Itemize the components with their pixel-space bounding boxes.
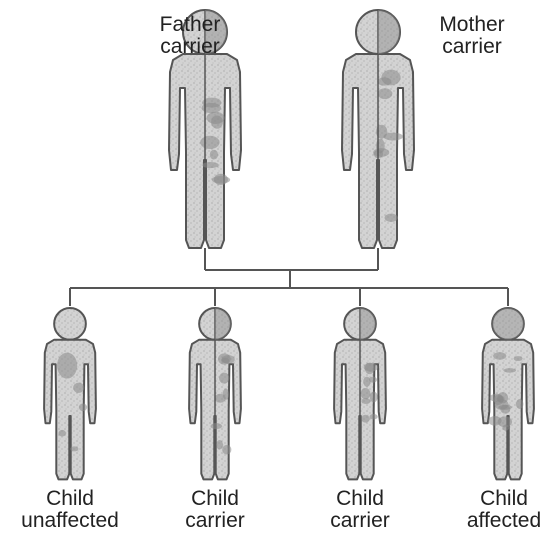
child-2-figure <box>189 308 241 479</box>
mother-label-line2: carrier <box>422 36 522 58</box>
father-label-line1: Father <box>150 14 230 36</box>
father-label: Father carrier <box>150 14 230 58</box>
child-4-label: Child affected <box>458 488 550 532</box>
child-1-label-line1: Child <box>10 488 130 510</box>
child-1-figure-head <box>54 308 86 340</box>
child-3-figure-head-shade <box>360 308 376 340</box>
child-3-label: Child carrier <box>315 488 405 532</box>
child-3-label-line2: carrier <box>315 510 405 532</box>
child-1-label-line2: unaffected <box>10 510 130 532</box>
child-2-label-line2: carrier <box>170 510 260 532</box>
child-3-label-line1: Child <box>315 488 405 510</box>
child-2-label: Child carrier <box>170 488 260 532</box>
child-3-figure <box>334 308 386 479</box>
mother-label: Mother carrier <box>422 14 522 58</box>
child-2-figure-head-shade <box>215 308 231 340</box>
child-4-figure <box>482 308 534 479</box>
child-1-figure <box>44 308 96 479</box>
father-label-line2: carrier <box>150 36 230 58</box>
pedigree-connectors <box>70 248 508 306</box>
child-2-label-line1: Child <box>170 488 260 510</box>
mother-figure-head-shade <box>378 10 400 54</box>
mother-label-line1: Mother <box>422 14 522 36</box>
child-4-label-line1: Child <box>458 488 550 510</box>
mother-figure <box>342 10 414 248</box>
child-4-figure-head-shade <box>492 308 524 340</box>
child-1-label: Child unaffected <box>10 488 130 532</box>
child-4-label-line2: affected <box>458 510 550 532</box>
